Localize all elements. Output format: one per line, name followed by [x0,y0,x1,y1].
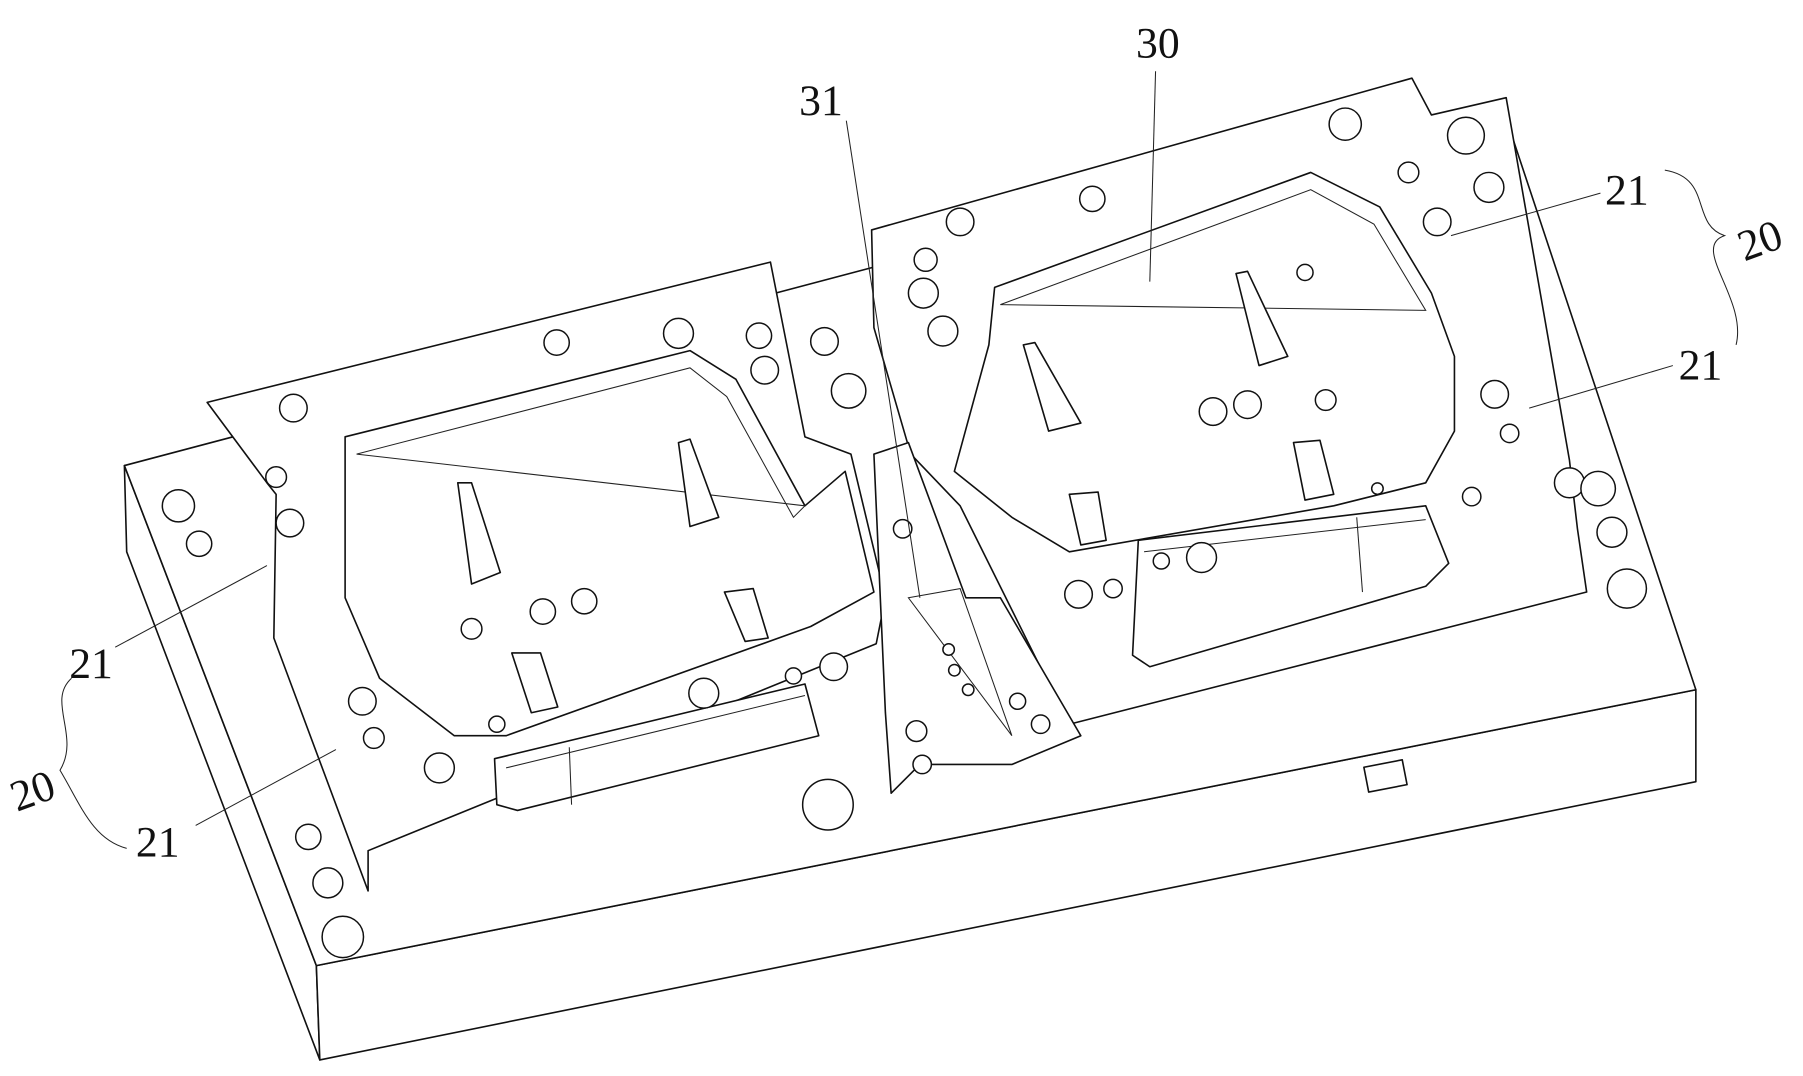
label-21-left-top: 21 [69,640,113,688]
label-21-right-bottom: 21 [1679,341,1723,389]
label-31: 31 [799,77,843,125]
label-21-right-top: 21 [1605,167,1649,215]
label-20-right: 20 [1731,211,1788,271]
label-20-left: 20 [4,761,61,821]
label-30: 30 [1136,19,1180,67]
label-21-left-bottom: 21 [136,818,180,866]
